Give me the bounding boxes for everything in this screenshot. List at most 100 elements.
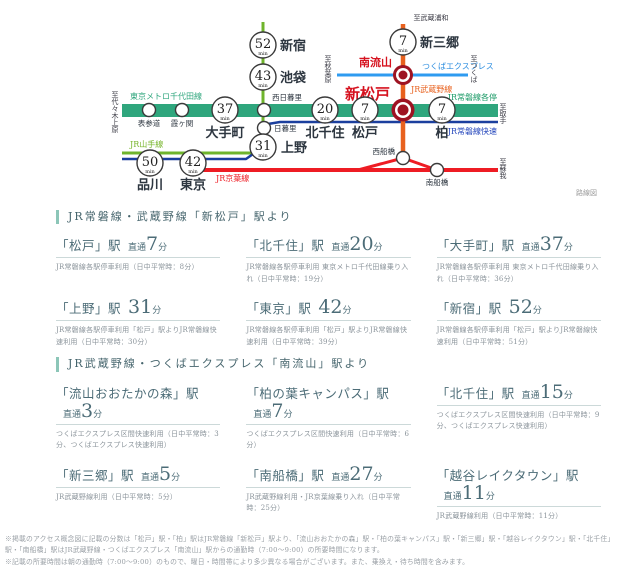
station-ikebukuro: 43 min 池袋	[249, 63, 307, 91]
minutes-value: 42	[318, 296, 343, 319]
station-name: 「上野」駅	[56, 301, 122, 317]
item-note: つくばエクスプレス区間快速利用（日中平常時：9分、つくばエクスプレス快速利用）	[436, 410, 600, 431]
item-title: 「南船橋」駅 直通 27 分	[246, 462, 411, 488]
musashino-line-label: JR武蔵野線	[410, 84, 452, 94]
keiyo-line-label: JR京葉線	[215, 173, 249, 183]
minutes-value: 7	[271, 399, 284, 422]
station-tokyo: 42 min 東京	[179, 149, 207, 193]
minutes-value: 27	[349, 462, 374, 485]
section-minaminagareyama: JR武蔵野線・つくばエクスプレス「南流山」駅より 「流山おおたかの森」駅 直通 …	[56, 357, 601, 522]
station-ueno: 31 min 上野	[249, 133, 307, 161]
svg-text:min: min	[145, 169, 155, 175]
map-caption: 路線図	[576, 188, 597, 197]
minutes-unit: 分	[563, 390, 573, 401]
svg-text:池袋: 池袋	[280, 70, 307, 86]
section-grid: 「流山おおたかの森」駅 直通 3 分 つくばエクスプレス区間快速利用（日中平常時…	[56, 382, 601, 523]
direct-prefix: 直通	[521, 390, 540, 401]
station-name: 「大手町」駅	[436, 238, 515, 254]
direct-prefix: 直通	[253, 409, 272, 420]
item-note: JR武蔵野線利用・JR京葉線乗り入れ（日中平常時：25分）	[246, 492, 401, 513]
svg-text:50: 50	[142, 155, 159, 170]
to-toride-label: 至取手	[499, 103, 507, 125]
section-heading: JR常磐線・武蔵野線「新松戸」駅より	[56, 210, 601, 225]
yamanote-line-label: JR山手線	[129, 139, 163, 149]
svg-text:min: min	[437, 116, 447, 122]
minutes-value: 52	[508, 296, 533, 319]
station-nishifunabashi: 西船橋	[373, 146, 411, 166]
access-item-kashiwanoha-campus: 「柏の葉キャンパス」駅 直通 7 分 つくばエクスプレス区間快速利用（日中平常時…	[246, 383, 411, 452]
svg-text:品川: 品川	[137, 178, 163, 193]
svg-text:新松戸: 新松戸	[345, 85, 390, 103]
station-shinagawa: 50 min 品川	[136, 149, 164, 193]
svg-text:霞ヶ関: 霞ヶ関	[171, 119, 194, 128]
minutes-value: 11	[461, 481, 486, 504]
joban-local-label: JR常磐線各停	[447, 92, 497, 102]
svg-text:北千住: 北千住	[305, 125, 344, 141]
minutes-unit: 分	[373, 243, 383, 254]
station-name: 「南船橋」駅	[246, 467, 325, 483]
access-item-ueno: 「上野」駅 31 分 JR常磐線各駅停車利用「松戸」駅よりJR常磐線快速利用（日…	[56, 298, 221, 348]
section-shinmatsudo: JR常磐線・武蔵野線「新松戸」駅より 「松戸」駅 直通 7 分 JR常磐線各駅停…	[56, 210, 601, 348]
station-kashiwa: 7 min 柏	[428, 96, 456, 141]
footnotes: ※掲載のアクセス概念図に記載の分数は「松戸」駅・「柏」駅はJR常磐線「新松戸」駅…	[0, 531, 627, 568]
access-item-kitasenju: 「北千住」駅 直通 20 分 JR常磐線各駅停車利用 東京メトロ千代田線乗り入れ…	[246, 233, 411, 285]
svg-text:min: min	[320, 116, 330, 122]
access-item-minamifunabashi: 「南船橋」駅 直通 27 分 JR武蔵野線利用・JR京葉線乗り入れ（日中平常時：…	[246, 462, 411, 523]
svg-text:min: min	[258, 153, 268, 159]
to-akihabara-label: 至秋葉原	[324, 55, 332, 83]
minutes-value: 20	[349, 233, 374, 256]
item-note: JR常磐線各駅停車利用「松戸」駅よりJR常磐線快速利用（日中平常時：51分）	[436, 326, 598, 346]
item-note: JR武蔵野線利用（日中平常時：5分）	[56, 492, 178, 501]
station-name: 「新宿」駅	[436, 301, 502, 317]
svg-text:新宿: 新宿	[280, 38, 306, 54]
item-title: 「大手町」駅 直通 37 分	[436, 235, 601, 259]
station-name: 「柏の葉キャンパス」駅	[246, 385, 390, 401]
station-shinmisato: 7 min 新三郷	[389, 28, 459, 56]
station-name: 「東京」駅	[246, 301, 312, 317]
item-note: JR常磐線各駅停車利用（日中平常時：8分）	[56, 263, 199, 272]
minutes-unit: 分	[373, 472, 383, 483]
access-item-otemachi: 「大手町」駅 直通 37 分 JR常磐線各駅停車利用 東京メトロ千代田線乗り入れ…	[436, 235, 601, 285]
svg-text:7: 7	[399, 34, 407, 49]
station-name: 「北千住」駅	[436, 385, 515, 401]
item-note: JR常磐線各駅停車利用「松戸」駅よりJR常磐線快速利用（日中平常時：30分）	[56, 326, 217, 346]
item-note: つくばエクスプレス区間快速利用（日中平常時：3分、つくばエクスプレス快速利用）	[56, 429, 219, 450]
item-note: つくばエクスプレス区間快速利用（日中平常時：6分）	[246, 429, 410, 450]
access-sections: JR常磐線・武蔵野線「新松戸」駅より 「松戸」駅 直通 7 分 JR常磐線各駅停…	[0, 204, 627, 522]
direct-prefix: 直通	[331, 243, 350, 254]
station-name: 「北千住」駅	[246, 238, 325, 254]
svg-text:東京: 東京	[180, 177, 206, 193]
svg-text:52: 52	[255, 37, 272, 52]
to-yoyogiuehara-label: 至代々木上原	[111, 91, 119, 133]
svg-text:20: 20	[317, 102, 334, 117]
footnote-line: ※掲載のアクセス概念図に記載の分数は「松戸」駅・「柏」駅はJR常磐線「新松戸」駅…	[5, 535, 615, 554]
direct-prefix: 直通	[443, 491, 462, 502]
minutes-unit: 分	[283, 409, 293, 420]
section-grid: 「松戸」駅 直通 7 分 JR常磐線各駅停車利用（日中平常時：8分） 「北千住」…	[56, 235, 601, 348]
item-title: 「北千住」駅 直通 20 分	[246, 233, 411, 259]
svg-text:日暮里: 日暮里	[274, 123, 297, 133]
minutes-unit: 分	[171, 472, 181, 483]
minutes-unit: 分	[485, 491, 495, 502]
direct-prefix: 直通	[63, 409, 82, 420]
svg-text:南船橋: 南船橋	[426, 177, 449, 187]
direct-prefix: 直通	[331, 472, 350, 483]
chiyoda-line-label: 東京メトロ千代田線	[130, 91, 202, 101]
station-name: 「松戸」駅	[56, 238, 122, 254]
svg-text:37: 37	[217, 102, 234, 117]
direct-prefix: 直通	[141, 472, 160, 483]
svg-text:大手町: 大手町	[205, 125, 244, 141]
to-tsukuba-label: 至つくば	[470, 55, 478, 84]
svg-text:43: 43	[255, 69, 272, 84]
item-title: 「柏の葉キャンパス」駅 直通 7 分	[246, 383, 411, 425]
station-minaminagareyama-marker: 南流山	[359, 55, 413, 85]
direct-prefix: 直通	[521, 243, 540, 254]
direct-prefix: 直通	[128, 243, 147, 254]
minutes-unit: 分	[93, 409, 103, 420]
svg-text:min: min	[188, 169, 198, 175]
item-title: 「越谷レイクタウン」駅 直通 11 分	[436, 465, 601, 507]
station-kitasenju: 20 min 北千住	[305, 96, 345, 141]
access-item-matsudo: 「松戸」駅 直通 7 分 JR常磐線各駅停車利用（日中平常時：8分）	[56, 235, 221, 285]
station-kasumigaseki: 霞ヶ関	[171, 102, 194, 128]
station-name: 「越谷レイクタウン」駅	[436, 467, 579, 483]
